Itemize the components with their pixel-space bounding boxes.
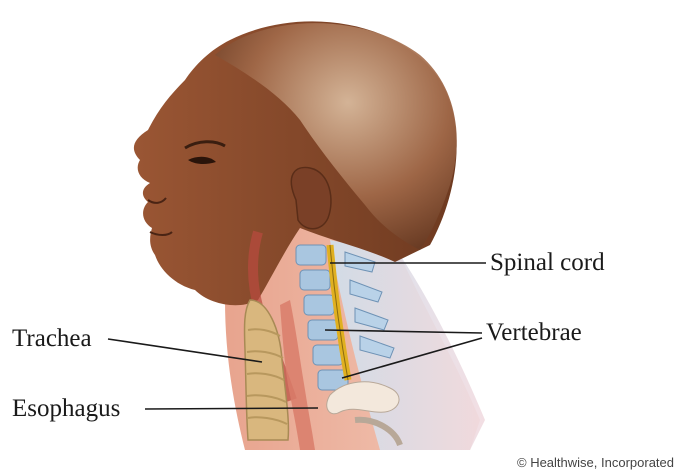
label-vertebrae: Vertebrae (486, 320, 582, 345)
leader-esophagus (145, 408, 318, 409)
label-trachea: Trachea (12, 326, 92, 351)
label-esophagus: Esophagus (12, 396, 120, 421)
label-spinal-cord: Spinal cord (490, 250, 605, 275)
copyright-notice: © Healthwise, Incorporated (517, 455, 674, 470)
